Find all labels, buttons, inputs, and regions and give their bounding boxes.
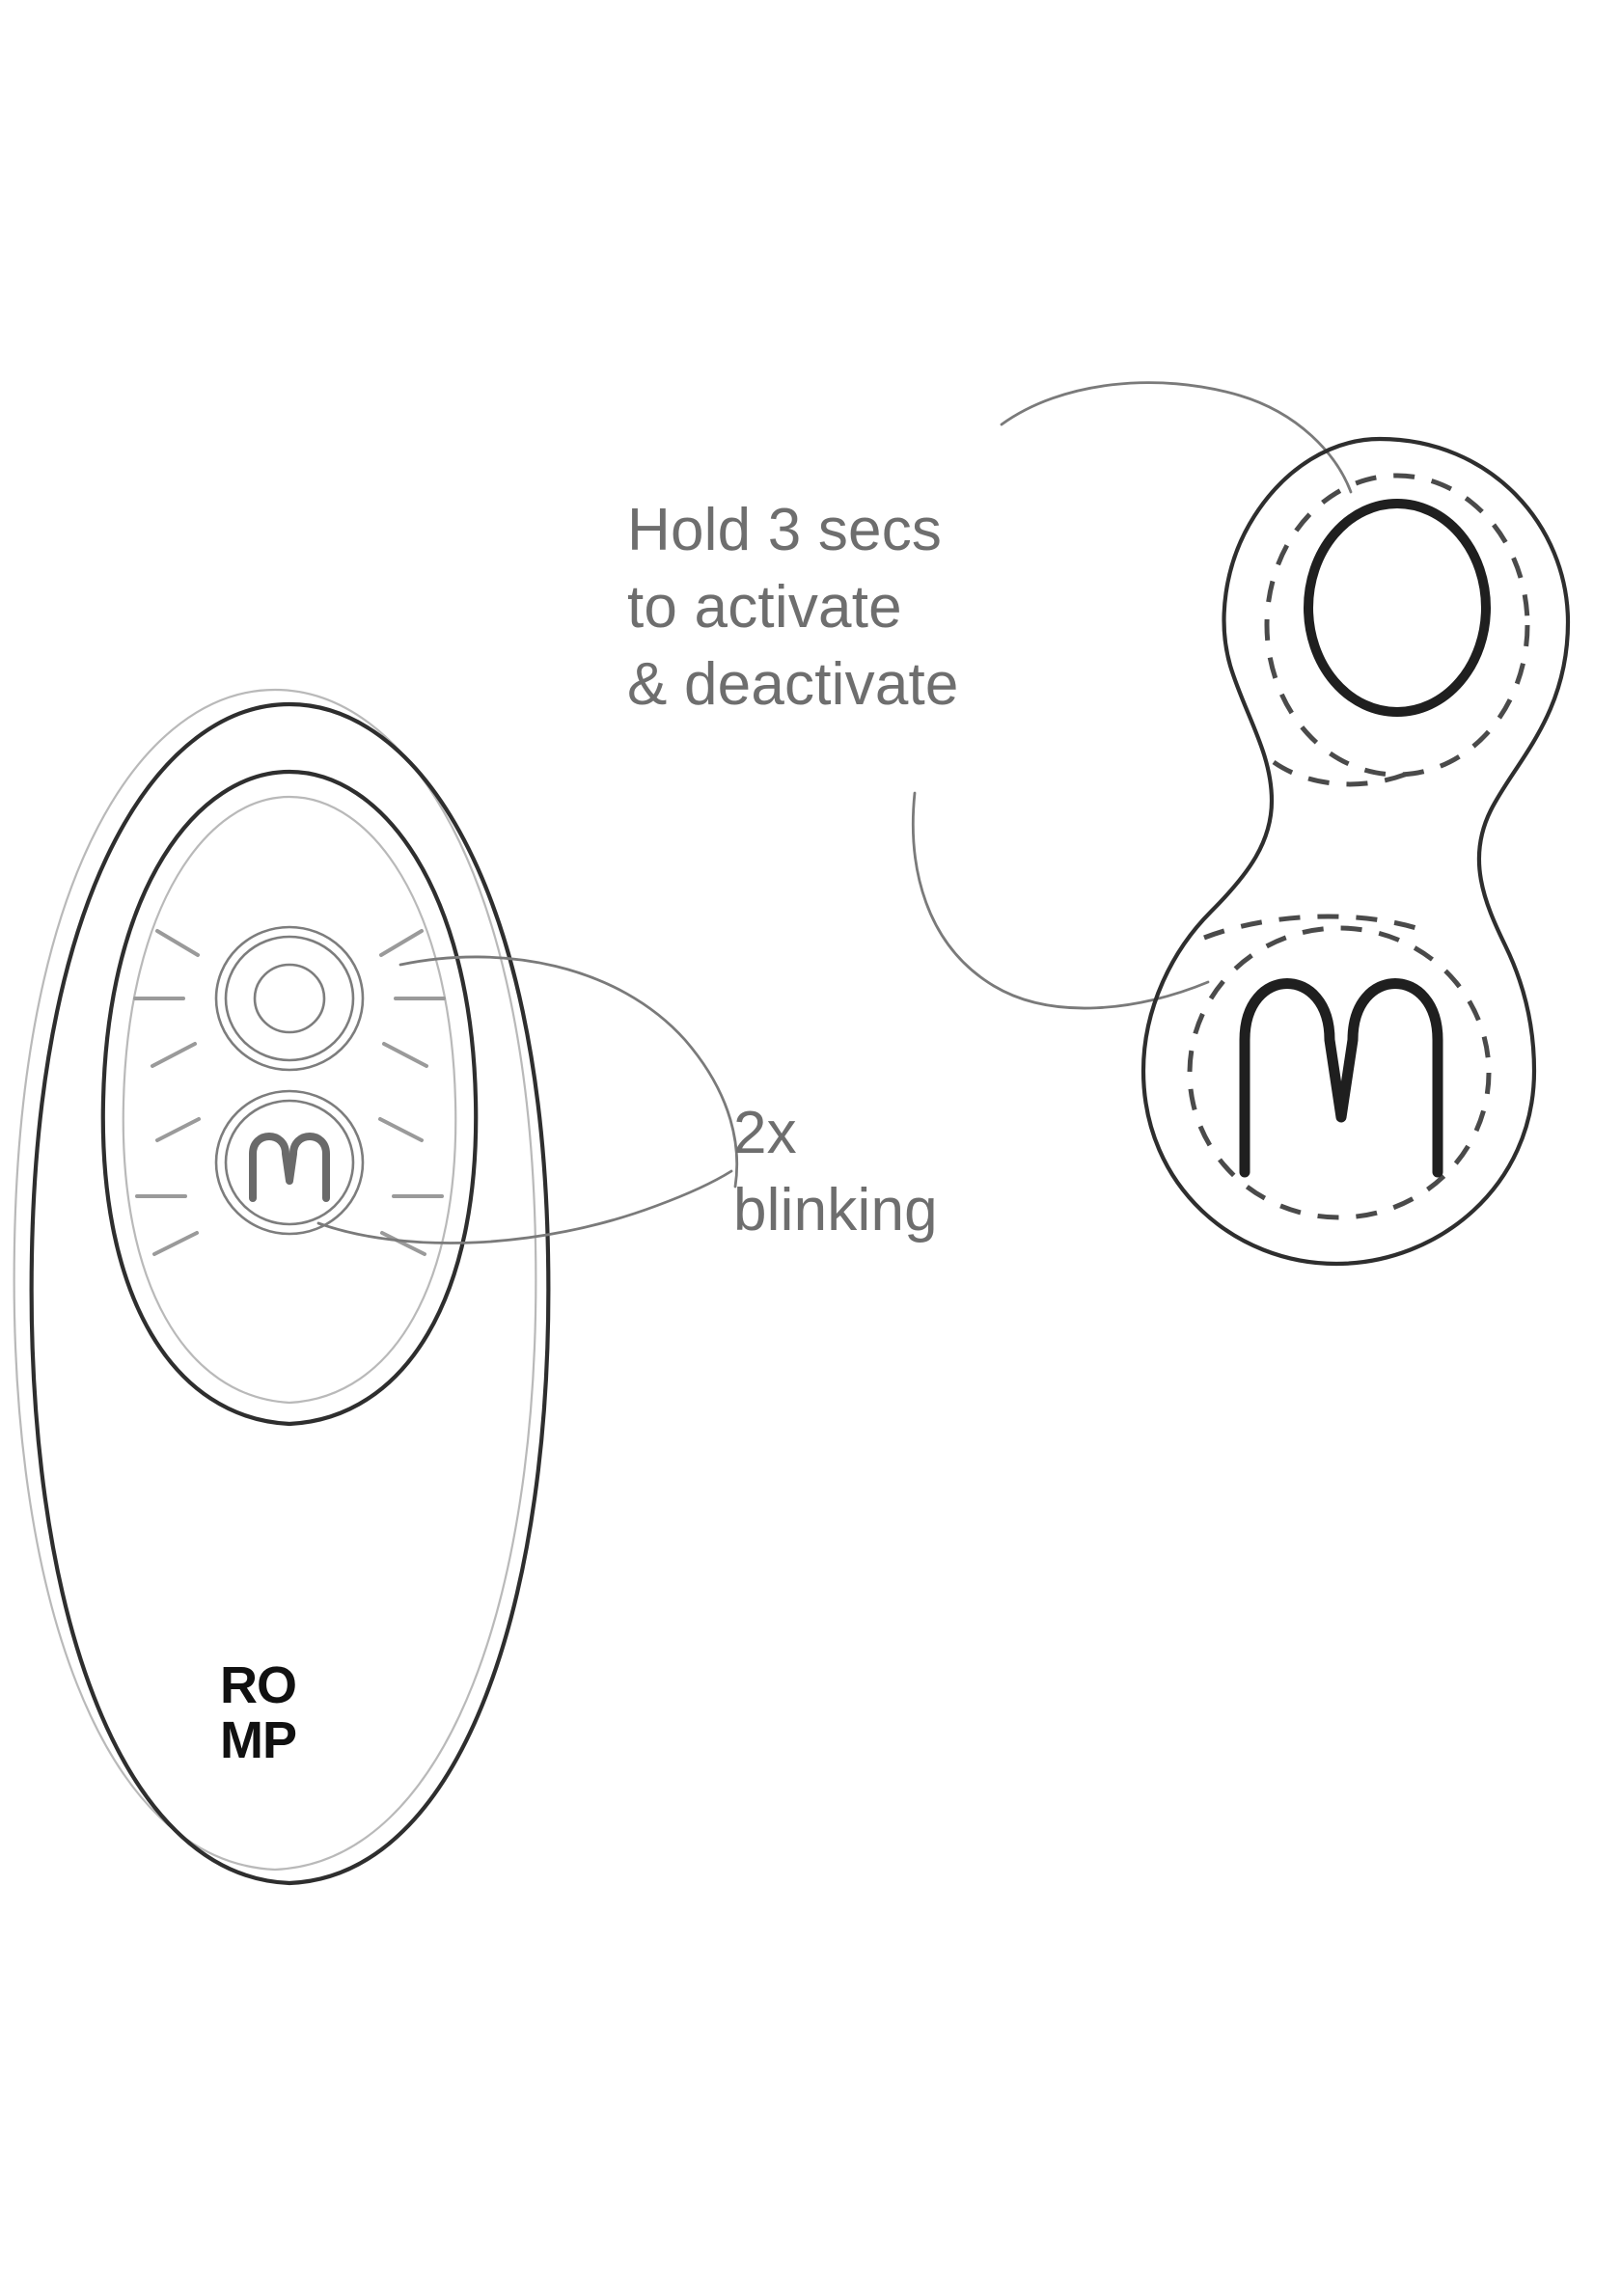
remote-button-plate-highlight xyxy=(122,795,457,1405)
detail-bottom-dashed-outline xyxy=(1187,925,1492,1220)
power-button[interactable] xyxy=(214,925,365,1072)
mode-button[interactable] xyxy=(214,1089,365,1236)
hold-callout-line3: & deactivate xyxy=(627,651,959,718)
blink-rays-icon xyxy=(133,929,446,1256)
button-detail-zoom[interactable] xyxy=(1140,436,1571,1267)
hold-callout-leader-bottom xyxy=(911,791,1210,1010)
blinking-leader-curve-top xyxy=(398,955,739,1189)
hold-callout-line2: to activate xyxy=(627,574,902,641)
romp-wave-m-icon xyxy=(249,1133,330,1202)
remote-button-plate xyxy=(100,769,479,1427)
romp-logo-line2: MP xyxy=(220,1711,296,1769)
romp-logo-line1: RO xyxy=(220,1656,296,1714)
hold-callout-line1: Hold 3 secs xyxy=(627,497,942,563)
detail-waist-dash-top xyxy=(1272,759,1418,787)
romp-wave-m-icon xyxy=(1239,978,1443,1178)
power-ring-icon xyxy=(253,963,326,1034)
blinking-leader-curve-bottom xyxy=(316,1169,733,1244)
mode-button-outer-ring xyxy=(214,1089,365,1236)
detail-outline xyxy=(1140,436,1571,1267)
blinking-callout-leader xyxy=(316,955,739,1244)
blinking-callout-line1: 2x xyxy=(733,1100,797,1166)
detail-top-dashed-outline xyxy=(1264,473,1530,778)
power-button-outer-ring xyxy=(214,925,365,1072)
mode-button-mid-ring xyxy=(224,1099,355,1226)
remote-body-outline xyxy=(29,701,551,1886)
romp-logo: RO MP xyxy=(220,1656,297,1769)
power-button-mid-ring xyxy=(224,935,355,1062)
remote-body-outer-outline xyxy=(13,688,537,1872)
hold-callout: Hold 3 secs to activate & deactivate xyxy=(627,497,959,718)
remote-control[interactable]: RO MP xyxy=(13,688,551,1886)
power-ring-icon xyxy=(1304,499,1491,717)
hold-callout-leader-top xyxy=(1000,381,1353,494)
blinking-callout-line2: blinking xyxy=(733,1177,938,1244)
